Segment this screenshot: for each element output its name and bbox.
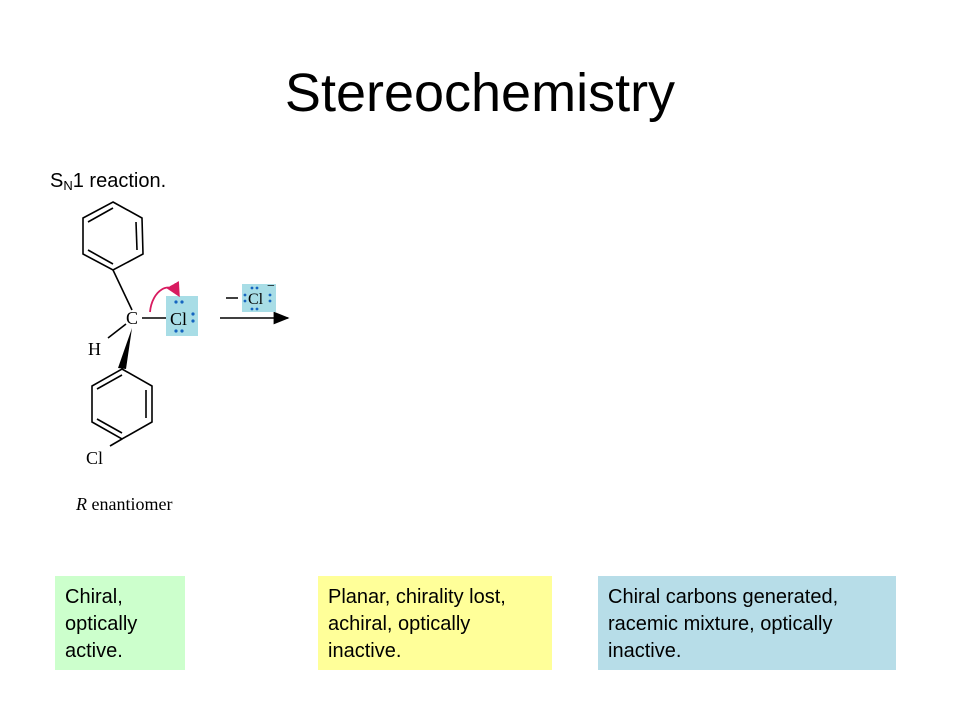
caption-italic-r: R xyxy=(75,494,87,514)
chlorine-lone-pairs xyxy=(174,300,195,333)
chloride-label: Cl xyxy=(248,291,264,308)
chloride-highlight xyxy=(242,284,276,312)
chlorophenyl-ring xyxy=(91,368,153,447)
phenyl-ring-top xyxy=(82,201,144,271)
chloride-charge: − xyxy=(267,279,275,294)
slide-title: Stereochemistry xyxy=(284,63,676,123)
carbon-label: C xyxy=(126,308,138,328)
electron-push-arrow xyxy=(149,281,180,313)
chloride-lone-pairs xyxy=(243,286,272,311)
subtitle-s: S xyxy=(50,170,64,192)
caption-enantiomer: enantiomer xyxy=(87,494,172,514)
ring-chlorine-label: Cl xyxy=(86,448,103,468)
enantiomer-caption: R enantiomer xyxy=(75,494,172,514)
hydrogen-label: H xyxy=(88,339,101,359)
subtitle-rest: 1 reaction. xyxy=(72,170,167,192)
bond-ring-carbon xyxy=(112,269,133,311)
bond-carbon-hydrogen xyxy=(107,323,127,339)
subtitle-subscript: N xyxy=(63,178,73,193)
note-box-racemic: Chiral carbons generated, racemic mixtur… xyxy=(598,576,896,670)
wedge-bond xyxy=(118,328,132,369)
note-box-chiral: Chiral, optically active. xyxy=(55,576,185,670)
leaving-chlorine-label: Cl xyxy=(170,309,187,329)
slide-subtitle: SN1 reaction. xyxy=(50,168,166,199)
sn1-reaction-diagram: C H Cl Cl Cl − R enantiomer xyxy=(75,201,290,514)
note-box-planar: Planar, chirality lost, achiral, optical… xyxy=(318,576,552,670)
